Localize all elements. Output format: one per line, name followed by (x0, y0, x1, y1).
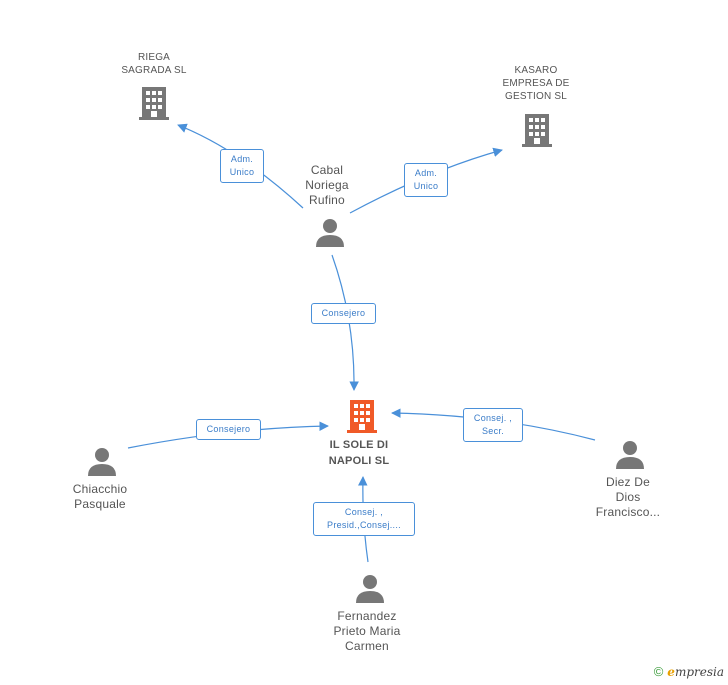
kasaro-building-icon[interactable] (522, 113, 552, 147)
node-label-ilsole[interactable]: IL SOLE DI NAPOLI SL (328, 439, 390, 467)
brand-logo: empresia (667, 664, 724, 679)
footer-logo: © empresia (654, 664, 724, 679)
node-label-diez[interactable]: Diez De Dios Francisco... (595, 475, 661, 519)
node-label-cabal[interactable]: Cabal Noriega Rufino (305, 163, 349, 207)
node-label-riega[interactable]: RIEGA SAGRADA SL (121, 52, 187, 76)
relation-diez-ilsole[interactable]: Consej. , Secr. (463, 408, 523, 442)
riega-building-icon[interactable] (139, 86, 169, 120)
relation-chiacchio-ilsole[interactable]: Consejero (196, 419, 261, 440)
node-label-kasaro[interactable]: KASARO EMPRESA DE GESTION SL (502, 65, 570, 102)
relation-cabal-kasaro[interactable]: Adm. Unico (404, 163, 448, 197)
relation-fernandez-ilsole[interactable]: Consej. , Presid.,Consej.... (313, 502, 415, 536)
cabal-person-icon[interactable] (315, 218, 345, 248)
relation-cabal-riega[interactable]: Adm. Unico (220, 149, 264, 183)
fernandez-person-icon[interactable] (355, 574, 385, 604)
node-label-chiacchio[interactable]: Chiacchio Pasquale (72, 482, 128, 511)
ilsole-building-icon[interactable] (347, 399, 377, 433)
copyright-icon: © (653, 664, 664, 679)
diez-person-icon[interactable] (615, 440, 645, 470)
node-label-fernandez[interactable]: Fernandez Prieto Maria Carmen (333, 609, 401, 653)
chiacchio-person-icon[interactable] (87, 447, 117, 477)
relation-cabal-ilsole[interactable]: Consejero (311, 303, 376, 324)
